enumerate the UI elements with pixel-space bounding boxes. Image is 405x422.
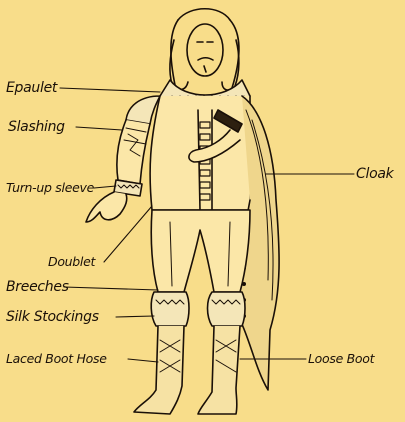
label-slashing: Slashing bbox=[8, 119, 65, 135]
hair bbox=[171, 20, 239, 90]
breeches bbox=[151, 210, 250, 292]
right-boot bbox=[198, 326, 240, 414]
label-turn-up-sleeve: Turn-up sleeve bbox=[6, 180, 94, 196]
label-doublet: Doublet bbox=[48, 254, 95, 270]
right-boot-top bbox=[208, 292, 246, 326]
label-laced-boot-hose: Laced Boot Hose bbox=[6, 351, 107, 367]
label-breeches: Breeches bbox=[6, 279, 69, 295]
label-loose-boot: Loose Boot bbox=[308, 351, 374, 367]
label-epaulet: Epaulet bbox=[6, 80, 57, 96]
hand bbox=[86, 192, 127, 222]
label-silk-stockings: Silk Stockings bbox=[6, 309, 99, 325]
label-cloak: Cloak bbox=[356, 166, 393, 182]
left-boot-top bbox=[151, 292, 189, 326]
